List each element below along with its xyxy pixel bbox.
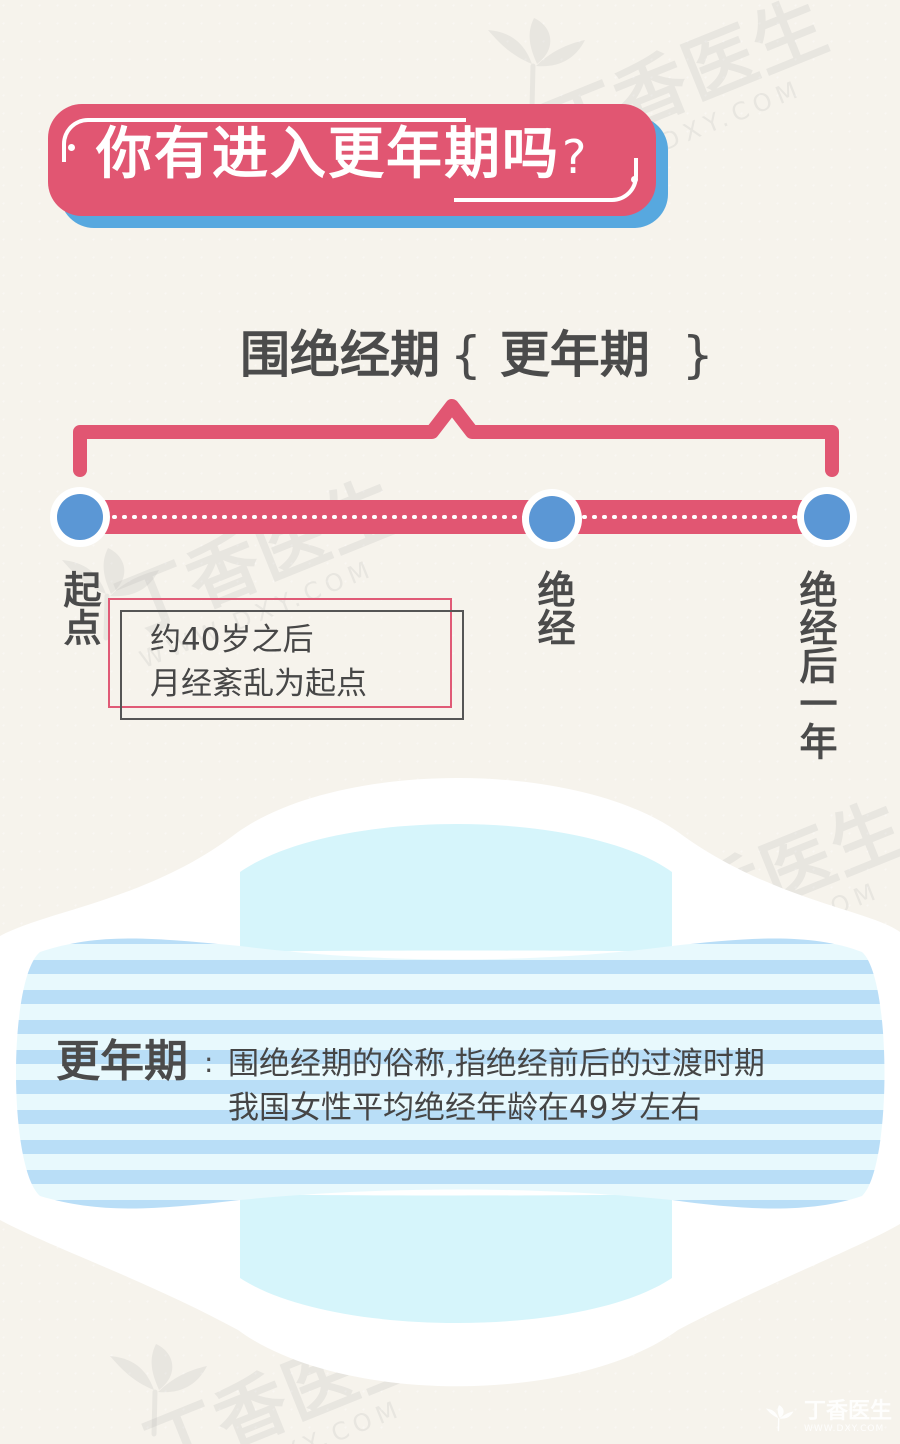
start-note-dark-border (120, 610, 464, 720)
definition-term: 更年期 (56, 1036, 188, 1087)
definition-colon: : (204, 1046, 214, 1079)
pad-inner-group (16, 824, 885, 1323)
start-note: 约40岁之后 月经紊乱为起点 (108, 598, 466, 724)
pad-center-stripes (16, 938, 885, 1209)
title-banner-box: 你有进入更年期吗? (48, 104, 656, 216)
title-dot (68, 144, 75, 151)
footer-logo-cn: 丁香医生 (803, 1398, 892, 1424)
start-note-line-2: 月经紊乱为起点 (150, 666, 367, 702)
perimenopause-label: 围绝经期 (240, 326, 440, 384)
timeline-point-menopause (529, 496, 575, 542)
footer-logo-text: 丁香医生 WWW.DXY.COM (803, 1398, 892, 1434)
start-note-red-border (108, 598, 452, 708)
pad-bottom-wing (240, 1194, 672, 1323)
footer-logo: 丁香医生 WWW.DXY.COM (762, 1400, 892, 1434)
definition-line-2: 我国女性平均绝经年龄在49岁左右 (228, 1090, 702, 1126)
menopause-period-label: 更年期 (499, 326, 650, 384)
timeline-label-start: 起点 (57, 570, 101, 646)
footer-logo-en: WWW.DXY.COM (803, 1423, 885, 1434)
start-note-line-1: 约40岁之后 (150, 622, 314, 658)
pad-top-wing (240, 824, 672, 952)
period-header: 围绝经期{ 更年期} (240, 322, 714, 388)
open-brace: { (450, 326, 482, 384)
timeline-label-menopause: 绝经 (531, 570, 575, 646)
title-banner: 你有进入更年期吗? (48, 104, 668, 228)
timeline-label-one-year-after: 绝经后一年 (793, 570, 837, 760)
start-note-text: 约40岁之后 月经紊乱为起点 (150, 618, 367, 706)
close-brace: } (681, 326, 714, 384)
definition-text: 围绝经期的俗称,指绝经前后的过渡时期 我国女性平均绝经年龄在49岁左右 (228, 1042, 868, 1130)
timeline-range-bracket (73, 399, 839, 477)
timeline-point-start (57, 494, 103, 540)
timeline-point-one-year (804, 494, 850, 540)
dxy-logo-icon (765, 1405, 794, 1432)
definition-line-1: 围绝经期的俗称,指绝经前后的过渡时期 (228, 1046, 765, 1082)
